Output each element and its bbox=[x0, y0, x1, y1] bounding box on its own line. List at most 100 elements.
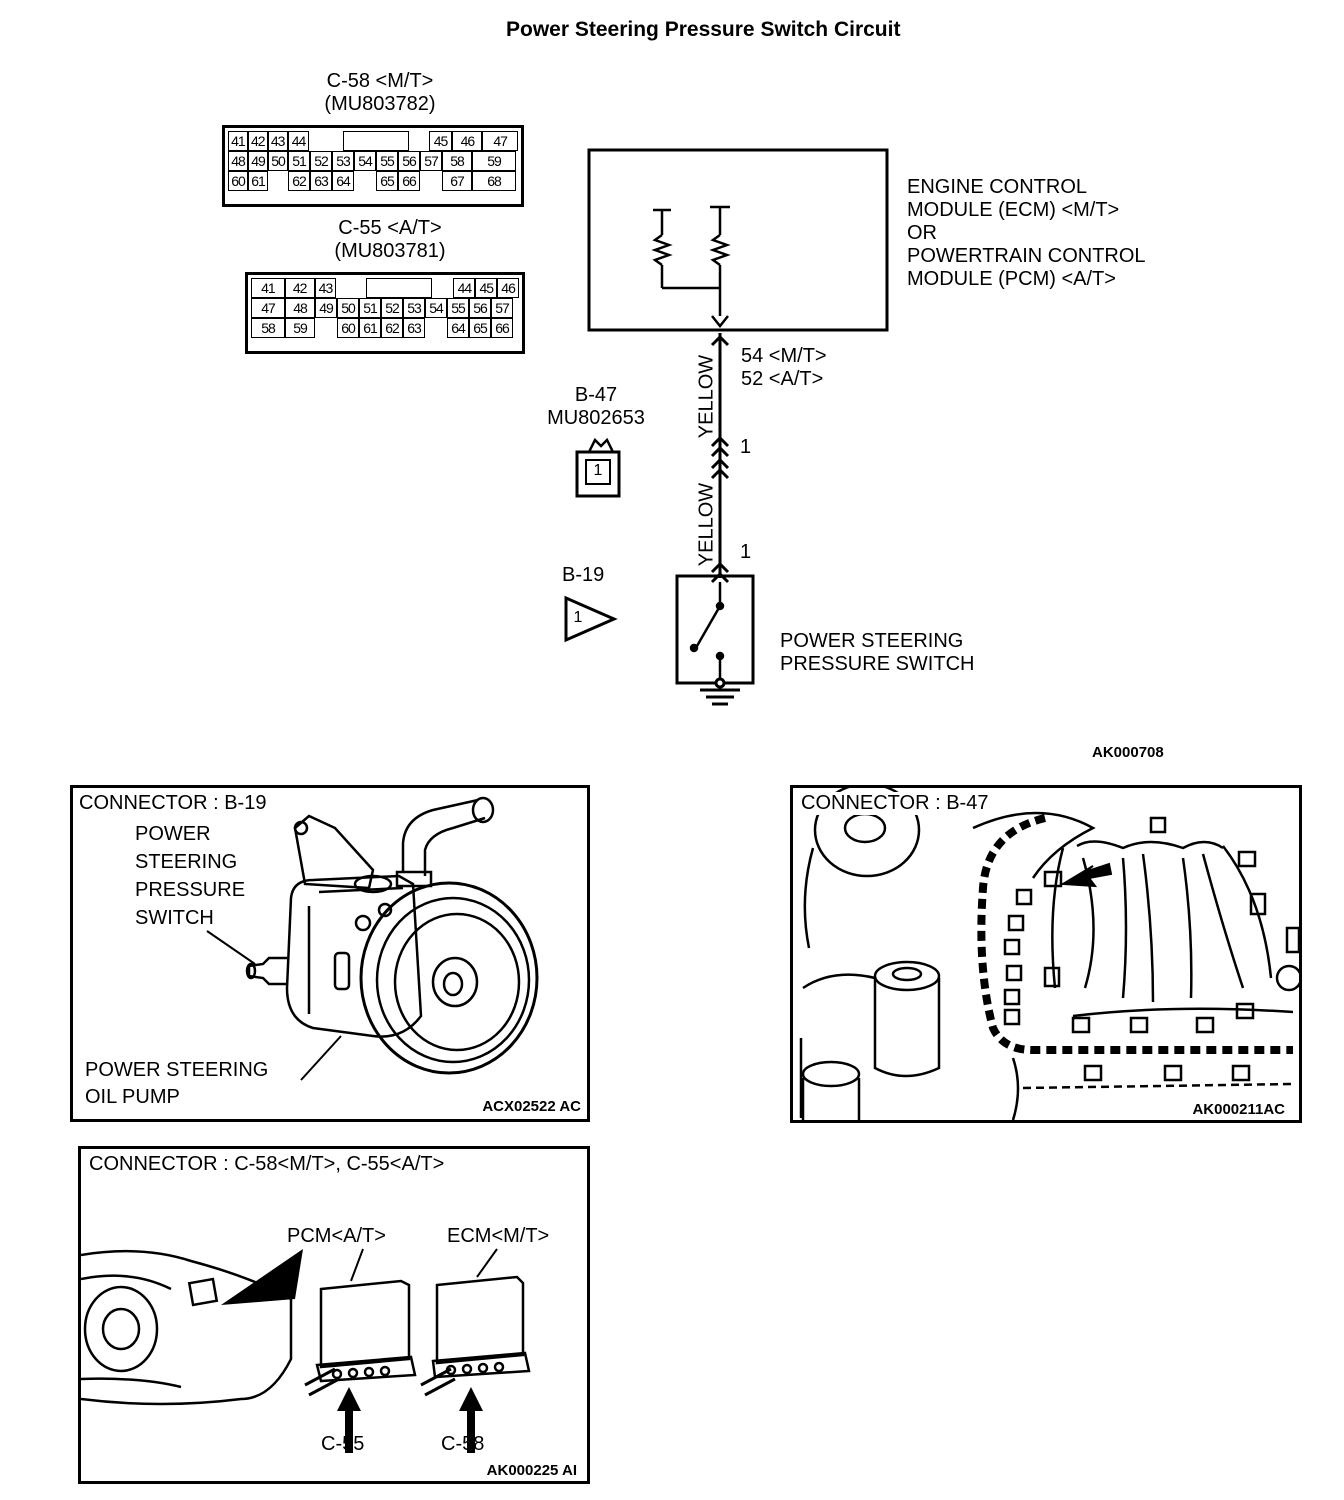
b47-pin-number: 1 bbox=[593, 462, 603, 479]
c58-pin: 44 bbox=[287, 131, 310, 151]
c58-name: C-58 <M/T> bbox=[326, 70, 434, 92]
ecm-box bbox=[587, 148, 889, 332]
switch-contacts bbox=[689, 582, 725, 680]
c55-pin: 50 bbox=[337, 298, 359, 318]
switch-label-line2: PRESSURE SWITCH bbox=[780, 653, 975, 675]
panel-c58-c55: CONNECTOR : C-58<M/T>, C-55<A/T> PCM<A/T… bbox=[78, 1146, 590, 1484]
wire-color-upper: YELLOW bbox=[695, 354, 718, 439]
c58-pin: 50 bbox=[268, 151, 288, 171]
c55-pin: 44 bbox=[453, 278, 476, 298]
engine-bay-illustration bbox=[799, 788, 1299, 1120]
ecm-internal-circuit bbox=[651, 205, 731, 329]
c55-pin: 64 bbox=[447, 318, 469, 338]
c58-pin-grid: 41 42 43 44 45 46 47 48 49 50 51 52 53 5… bbox=[222, 125, 524, 207]
c58-row-3: 60 61 62 63 64 65 66 67 68 bbox=[228, 171, 518, 191]
c58-pin: 41 bbox=[228, 131, 248, 151]
pressure-switch-box bbox=[675, 574, 755, 685]
c55-pin: 47 bbox=[251, 298, 285, 318]
panel-c-c55-label: C-55 bbox=[321, 1433, 365, 1455]
panel-b19-switch-line1: POWER bbox=[135, 823, 211, 845]
c55-row-2: 47 48 49 50 51 52 53 54 55 56 57 bbox=[251, 298, 519, 318]
c58-pin: 67 bbox=[442, 171, 472, 191]
c55-pin: 46 bbox=[497, 278, 519, 298]
c55-pin: 54 bbox=[425, 298, 447, 318]
panel-c-ecm-label: ECM<M/T> bbox=[447, 1225, 550, 1247]
c58-row-2: 48 49 50 51 52 53 54 55 56 57 58 59 bbox=[228, 151, 518, 171]
switch-label-line1: POWER STEERING bbox=[780, 630, 964, 652]
ecm-pin-at: 52 <A/T> bbox=[741, 368, 824, 390]
c58-pin: 43 bbox=[267, 131, 288, 151]
c55-pin: 45 bbox=[475, 278, 498, 298]
panel-b47-header: CONNECTOR : B-47 bbox=[801, 792, 989, 815]
c58-pin: 45 bbox=[428, 131, 453, 151]
panel-c-header: CONNECTOR : C-58<M/T>, C-55<A/T> bbox=[89, 1153, 445, 1175]
c58-pin: 52 bbox=[310, 151, 332, 171]
c55-pin: 43 bbox=[314, 278, 337, 298]
c55-key-hood bbox=[366, 278, 432, 298]
panel-c-pcm-label: PCM<A/T> bbox=[287, 1225, 386, 1247]
panel-b47-code: AK000211AC bbox=[1192, 1101, 1285, 1118]
panel-b19-pump-line1: POWER STEERING bbox=[85, 1059, 269, 1081]
c58-pin: 56 bbox=[398, 151, 420, 171]
b19-name: B-19 bbox=[562, 564, 605, 586]
wire-color-lower: YELLOW bbox=[695, 482, 718, 567]
panel-b19-switch-line2: STEERING bbox=[135, 851, 238, 873]
c58-key-hood bbox=[343, 131, 409, 151]
b47-name: B-47 bbox=[574, 384, 618, 406]
ecm-label-line1: ENGINE CONTROL bbox=[907, 176, 1088, 198]
c58-pin: 47 bbox=[482, 131, 519, 151]
c58-pin: 42 bbox=[247, 131, 268, 151]
yellow-wire bbox=[710, 333, 730, 584]
c55-pin: 65 bbox=[469, 318, 491, 338]
ecm-label-line4: POWERTRAIN CONTROL bbox=[907, 245, 1146, 267]
panel-b19: CONNECTOR : B-19 POWER STEERING PRESSURE… bbox=[70, 785, 590, 1122]
b19-terminal: 1 bbox=[740, 541, 752, 563]
c58-pin: 59 bbox=[472, 151, 516, 171]
b47-part-number: MU802653 bbox=[547, 407, 645, 429]
c58-pin: 49 bbox=[248, 151, 268, 171]
c58-pin: 64 bbox=[332, 171, 354, 191]
c58-pin: 60 bbox=[228, 171, 248, 191]
c58-pin: 51 bbox=[288, 151, 310, 171]
c55-pin: 48 bbox=[285, 298, 315, 318]
page-title: Power Steering Pressure Switch Circuit bbox=[506, 18, 901, 41]
ecm-label-line3: OR bbox=[907, 222, 937, 244]
b19-connector-icon bbox=[564, 595, 618, 643]
c58-pin: 62 bbox=[288, 171, 310, 191]
c55-pin: 59 bbox=[285, 318, 315, 338]
c55-pin: 63 bbox=[403, 318, 425, 338]
c55-pin: 55 bbox=[447, 298, 469, 318]
c55-pin: 52 bbox=[381, 298, 403, 318]
ecm-pin-mt: 54 <M/T> bbox=[741, 345, 827, 367]
c55-row-1: 41 42 43 44 45 46 bbox=[251, 278, 519, 298]
pump-illustration bbox=[206, 796, 539, 1081]
ecm-label-line5: MODULE (PCM) <A/T> bbox=[907, 268, 1116, 290]
c58-pin: 48 bbox=[228, 151, 248, 171]
panel-c-c58-label: C-58 bbox=[441, 1433, 485, 1455]
c55-row-3: 58 59 60 61 62 63 64 65 66 bbox=[251, 318, 519, 338]
panel-b19-switch-line3: PRESSURE bbox=[135, 879, 246, 901]
c58-pin: 63 bbox=[310, 171, 332, 191]
c55-pin: 56 bbox=[469, 298, 491, 318]
b19-pin-number: 1 bbox=[573, 609, 583, 626]
c55-pin: 51 bbox=[359, 298, 381, 318]
ground-icon bbox=[700, 677, 740, 706]
c58-part-number: (MU803782) bbox=[324, 93, 436, 115]
c55-pin: 61 bbox=[359, 318, 381, 338]
c55-pin-grid: 41 42 43 44 45 46 47 48 49 50 51 52 53 5… bbox=[245, 272, 525, 354]
c58-pin: 65 bbox=[376, 171, 398, 191]
c55-part-number: (MU803781) bbox=[334, 240, 446, 262]
panel-c-code: AK000225 AI bbox=[486, 1462, 577, 1479]
c58-pin: 61 bbox=[248, 171, 268, 191]
panel-b19-switch-line4: SWITCH bbox=[135, 907, 214, 929]
panel-b47: CONNECTOR : B-47 AK000211AC bbox=[790, 785, 1302, 1123]
panel-b19-code: ACX02522 AC bbox=[482, 1098, 581, 1115]
c58-pin: 54 bbox=[354, 151, 376, 171]
c58-pin: 55 bbox=[376, 151, 398, 171]
c55-pin: 42 bbox=[284, 278, 315, 298]
c58-pin: 53 bbox=[332, 151, 354, 171]
c55-pin: 41 bbox=[251, 278, 285, 298]
panel-b19-header: CONNECTOR : B-19 bbox=[79, 792, 267, 814]
c58-pin: 58 bbox=[442, 151, 472, 171]
c55-pin: 62 bbox=[381, 318, 403, 338]
